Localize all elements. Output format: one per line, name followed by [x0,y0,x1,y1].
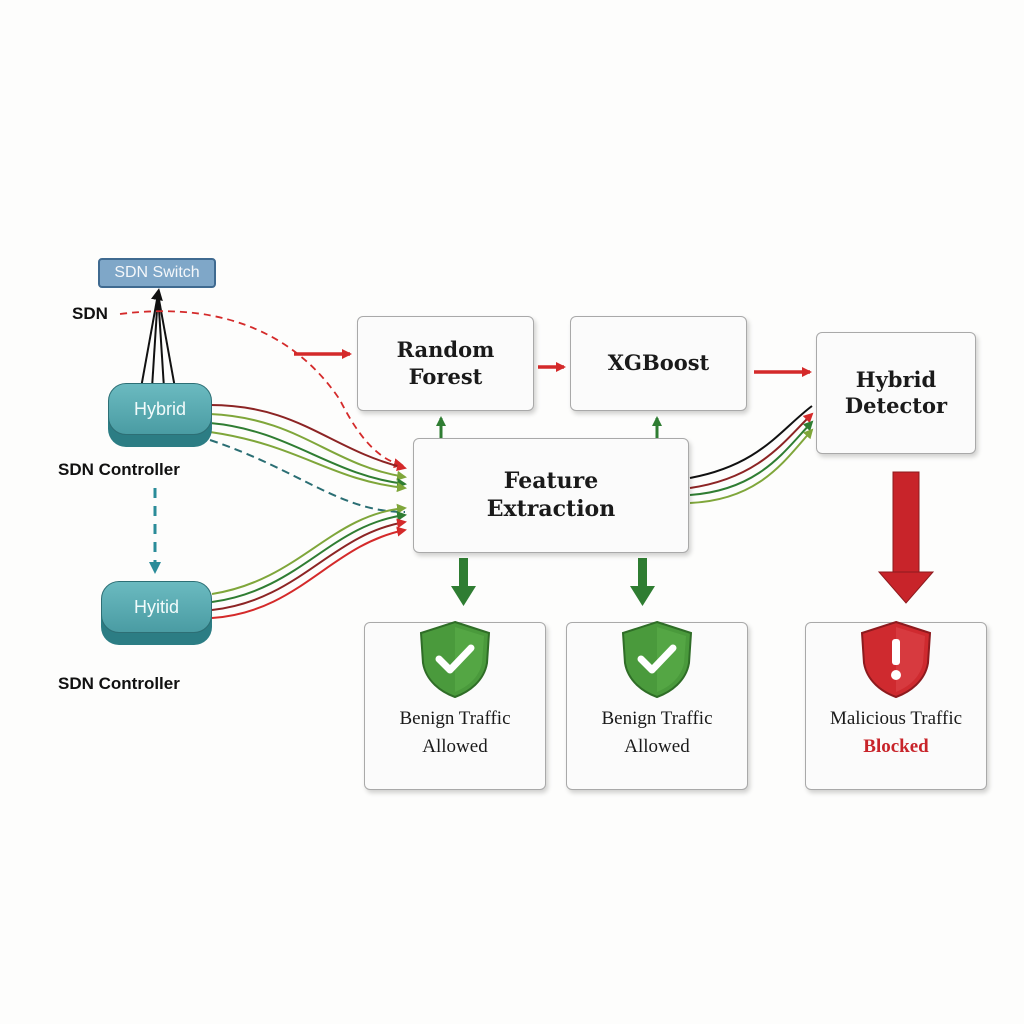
check-shield-icon [419,620,491,699]
output-2-line2: Allowed [624,735,690,757]
xgboost-label: XGBoost [607,350,710,376]
output-2-line1: Benign Traffic [601,708,713,729]
random-forest-label: Random Forest [396,337,495,389]
output-card-benign-2: Benign Traffic Allowed [566,620,748,790]
feature-extraction-label: Feature Extraction [486,468,616,522]
output-1-line1: Benign Traffic [399,708,511,729]
controller-2-name: Hyitid [101,581,212,633]
block-down-arrow [877,471,935,604]
sdn-switch: SDN Switch [98,258,216,288]
pipeline-arrows [294,349,812,377]
xgboost-box: XGBoost [570,316,747,411]
feature-to-detector-flows [689,405,814,504]
random-forest-box: Random Forest [357,316,534,411]
sdn-switch-label: SDN Switch [114,264,200,281]
sdn-controller-1: Hybrid [108,383,212,449]
controller2-flows [211,503,407,619]
sdn-tag: SDN [72,304,108,323]
controller-1-name: Hybrid [108,383,212,435]
sdn-dashed-link [119,310,404,469]
output-3-line2: Blocked [863,735,929,757]
hybrid-detector-box: Hybrid Detector [816,332,976,454]
sdn-controller-2: Hyitid [101,581,212,647]
feature-up-arrows [436,416,662,438]
hybrid-detector-label: Hybrid Detector [844,366,948,418]
controller1-flows [209,404,407,513]
output-3-line1: Malicious Traffic [829,708,963,729]
check-shield-icon [621,620,693,699]
alert-shield-icon [860,620,932,699]
output-1-line2: Allowed [422,735,488,757]
output-down-arrows [451,558,655,606]
controller-1-caption: SDN Controller [58,460,180,479]
controller-switch-links [140,288,176,389]
output-card-malicious: Malicious Traffic Blocked [805,620,987,790]
output-card-benign-1: Benign Traffic Allowed [364,620,546,790]
feature-extraction-box: Feature Extraction [413,438,689,553]
controller-2-caption: SDN Controller [58,674,180,693]
